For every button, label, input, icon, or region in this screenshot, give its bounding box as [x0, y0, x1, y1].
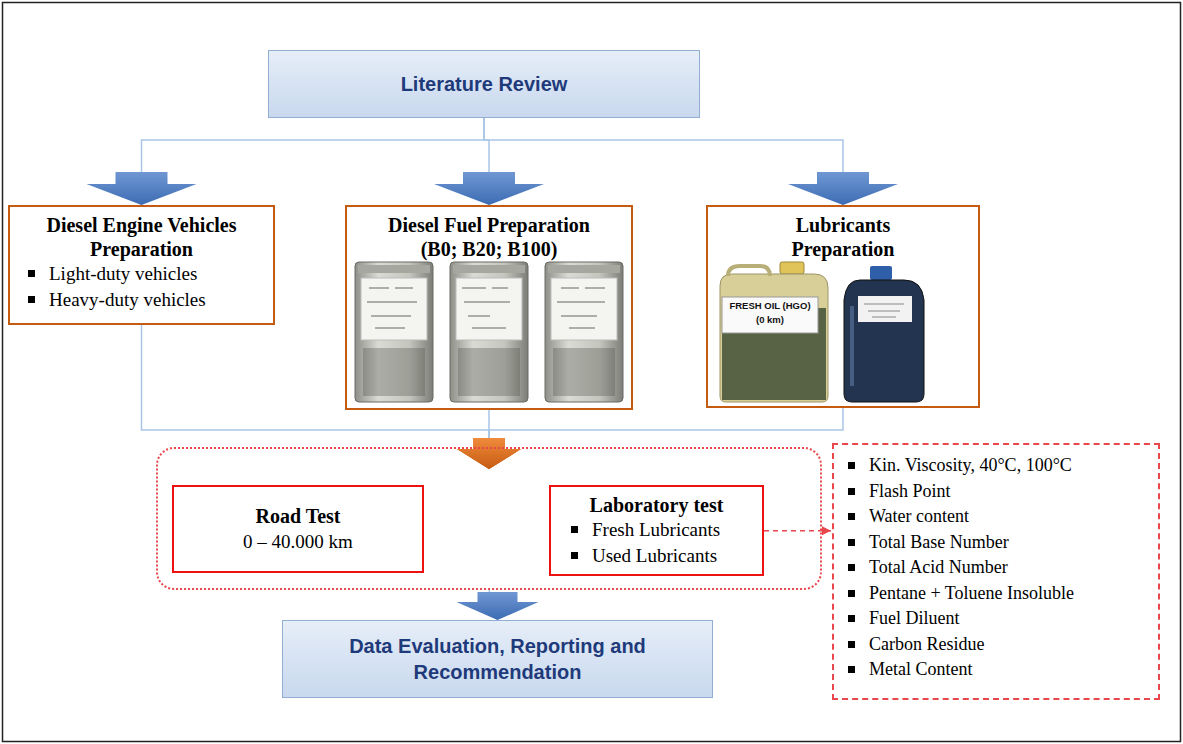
text-row: Diesel Engine Vehicles Preparation — [22, 213, 261, 261]
bullet-marker — [848, 590, 855, 597]
bullet-item: Water content — [848, 504, 1146, 530]
arrowhead — [457, 592, 539, 620]
bullet-marker — [848, 488, 855, 495]
bullet-item: Fuel Diluent — [848, 606, 1146, 632]
photo-label: FRESH OIL (HGO) — [722, 301, 818, 311]
photo-label: (0 km) — [722, 315, 818, 325]
box-text: Used Lubricants — [592, 543, 717, 569]
text-row: Data Evaluation, Reporting and Recommend… — [308, 633, 688, 685]
connector-line — [489, 408, 843, 447]
flow-connector — [457, 410, 521, 469]
flow-connector — [457, 590, 539, 620]
fuel-can-photo — [545, 262, 623, 402]
box-text: Kin. Viscosity, 40°C, 100°C — [869, 453, 1072, 479]
flow-connector — [457, 408, 843, 469]
box-text: Heavy-duty vehicles — [49, 287, 206, 313]
bullet-item: Used Lubricants — [571, 543, 748, 569]
fuel-can-photo — [450, 262, 528, 402]
bullet-item: Total Base Number — [848, 530, 1146, 556]
diagram-frame — [3, 3, 1181, 742]
bullet-marker — [848, 641, 855, 648]
bullet-marker — [848, 564, 855, 571]
text-row: 0 – 40.000 km — [188, 530, 408, 555]
flow-connector — [87, 118, 485, 205]
box-text: 0 – 40.000 km — [243, 531, 353, 552]
bullet-item: Pentane + Toluene Insoluble — [848, 581, 1146, 607]
end-box: Data Evaluation, Reporting and Recommend… — [282, 620, 713, 698]
test-box: Road Test 0 – 40.000 km — [172, 485, 424, 573]
text-row: Lubricants Preparation — [768, 213, 918, 261]
box-text: Pentane + Toluene Insoluble — [869, 581, 1074, 607]
bullet-marker — [28, 270, 35, 277]
arrowhead — [822, 526, 831, 535]
flow-connector — [484, 118, 898, 205]
bullet-item: Light-duty vehicles — [28, 261, 261, 287]
start-box: Literature Review — [268, 50, 700, 118]
bullet-item: Flash Point — [848, 479, 1146, 505]
arrowhead — [457, 438, 521, 469]
box-heading: Diesel Engine Vehicles Preparation — [46, 214, 236, 260]
box-text: Total Acid Number — [869, 555, 1008, 581]
box-heading: Road Test — [255, 505, 340, 527]
test-group: Road Test 0 – 40.000 km Laboratory testFre… — [156, 447, 822, 590]
process-box: Diesel Fuel Preparation (B0; B20; B100) — [345, 205, 633, 410]
bullet-marker — [848, 615, 855, 622]
box-heading: Lubricants Preparation — [792, 214, 895, 260]
box-text: Fresh Lubricants — [592, 517, 720, 543]
bullet-marker — [848, 513, 855, 520]
box-text: Fuel Diluent — [869, 606, 960, 632]
box-text: Total Base Number — [869, 530, 1009, 556]
box-heading: Data Evaluation, Reporting and Recommend… — [349, 635, 646, 683]
arrowhead — [788, 172, 898, 205]
bullet-marker — [28, 296, 35, 303]
arrowhead — [457, 438, 521, 469]
box-heading: Laboratory test — [590, 494, 724, 516]
bullet-item: Total Acid Number — [848, 555, 1146, 581]
bullet-marker — [848, 666, 855, 673]
flow-connector — [434, 118, 544, 205]
used-oil-bottle-photo — [844, 266, 924, 402]
box-text: Carbon Residue — [869, 632, 984, 658]
text-row: Diesel Fuel Preparation (B0; B20; B100) — [377, 213, 602, 261]
box-heading: Diesel Fuel Preparation (B0; B20; B100) — [388, 214, 590, 260]
bullet-item: Kin. Viscosity, 40°C, 100°C — [848, 453, 1146, 479]
bullet-marker — [848, 539, 855, 546]
bullet-item: Carbon Residue — [848, 632, 1146, 658]
connector-line — [142, 118, 485, 205]
text-row: Laboratory test — [565, 493, 748, 517]
fresh-oil-jug-photo — [720, 262, 828, 402]
text-row: Road Test — [188, 504, 408, 528]
bullet-item: Heavy-duty vehicles — [28, 287, 261, 313]
connector-line — [142, 325, 490, 447]
arrowhead — [87, 172, 197, 205]
connector-line — [484, 118, 843, 205]
bullet-marker — [571, 526, 578, 533]
arrowhead — [457, 438, 521, 469]
bullet-item: Metal Content — [848, 657, 1146, 683]
parameter-list: Kin. Viscosity, 40°C, 100°CFlash PointWa… — [832, 443, 1160, 700]
box-text: Water content — [869, 504, 969, 530]
box-text: Metal Content — [869, 657, 972, 683]
bullet-marker — [571, 552, 578, 559]
box-text: Light-duty vehicles — [49, 261, 197, 287]
bullet-marker — [848, 462, 855, 469]
text-row: Literature Review — [285, 72, 683, 97]
fuel-can-photo — [355, 262, 433, 402]
box-heading: Literature Review — [401, 73, 568, 95]
box-text: Flash Point — [869, 479, 951, 505]
bullet-item: Fresh Lubricants — [571, 517, 748, 543]
test-box: Laboratory testFresh LubricantsUsed Lubr… — [549, 485, 764, 576]
arrowhead — [434, 172, 544, 205]
process-box: Diesel Engine Vehicles PreparationLight-… — [8, 205, 275, 325]
